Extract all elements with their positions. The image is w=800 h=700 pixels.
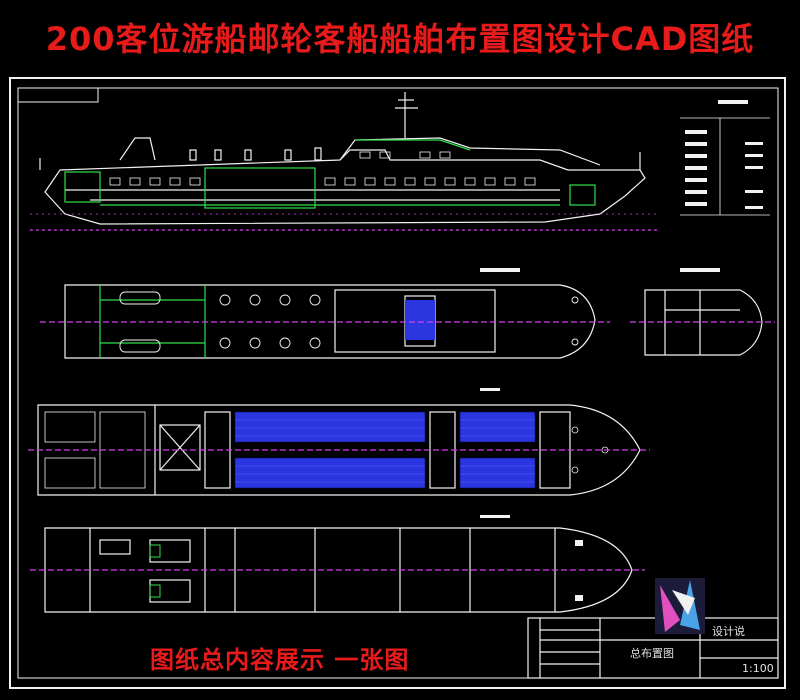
seating-rows [235,419,535,483]
profile-hull [44,149,646,225]
profile-deck-structure [64,139,596,209]
caption-text: 图纸总内容展示 一张图 [150,646,410,674]
page-header: 200客位游船邮轮客船船舶布置图设计CAD图纸 [0,0,800,78]
profile-windows [109,151,536,186]
corner-box [17,87,99,103]
page-title: 200客位游船邮轮客船船舶布置图设计CAD图纸 [45,20,755,58]
spec-table-marks [685,100,763,209]
title-block-stamp: 设计说 [712,625,745,638]
title-block-drawing-name: 总布置图 [630,647,674,660]
top-deck-seating [405,300,435,340]
drawing-frame [9,77,786,689]
title-block-thumbnail [655,578,705,634]
passenger-seating [234,411,536,489]
drawing-inner-frame [17,87,779,679]
lower-hold-fittings [149,544,161,598]
spec-table [680,117,770,216]
profile-view [39,92,646,225]
top-deck-fittings [119,291,579,353]
title-block-scale: 1:100 [742,662,774,675]
